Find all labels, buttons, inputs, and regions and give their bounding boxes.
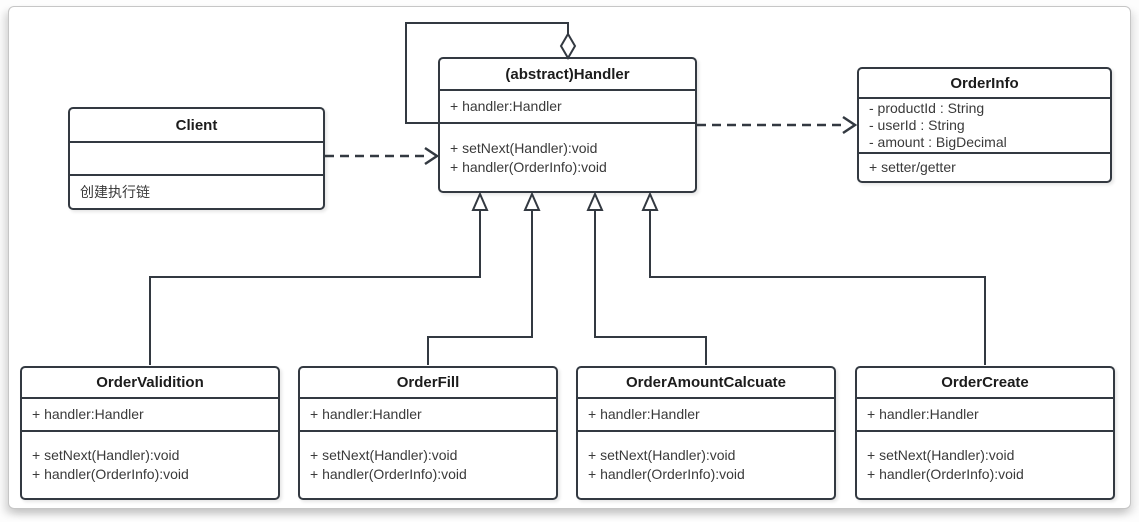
class-box-ordercreate: OrderCreate + handler:Handler + setNext(… (855, 366, 1115, 500)
method-line: + handler(OrderInfo):void (310, 466, 467, 482)
class-title-orderinfo: OrderInfo (950, 74, 1019, 92)
class-methods-orderinfo: + setter/getter (859, 152, 1110, 181)
class-box-orderinfo: OrderInfo - productId : String - userId … (857, 67, 1112, 183)
method-line: + setNext(Handler):void (867, 447, 1015, 463)
class-methods-orderfill: + setNext(Handler):void + handler(OrderI… (300, 430, 556, 498)
field-line: + handler:Handler (450, 98, 562, 114)
class-methods-orderamountcalcuate: + setNext(Handler):void + handler(OrderI… (578, 430, 834, 498)
class-methods-handler: + setNext(Handler):void + handler(OrderI… (440, 122, 695, 191)
field-line: + handler:Handler (32, 406, 144, 422)
field-line: + handler:Handler (867, 406, 979, 422)
class-fields-orderinfo: - productId : String - userId : String -… (859, 97, 1110, 152)
field-line: + handler:Handler (310, 406, 422, 422)
class-methods-client: 创建执行链 (70, 174, 323, 208)
class-box-handler: (abstract)Handler + handler:Handler + se… (438, 57, 697, 193)
method-line: + setNext(Handler):void (450, 139, 598, 156)
method-line: + handler(OrderInfo):void (32, 466, 189, 482)
method-line: + handler(OrderInfo):void (588, 466, 745, 482)
method-line: + setNext(Handler):void (310, 447, 458, 463)
class-fields-orderfill: + handler:Handler (300, 397, 556, 430)
class-methods-ordercreate: + setNext(Handler):void + handler(OrderI… (857, 430, 1113, 498)
method-line: 创建执行链 (80, 183, 150, 200)
field-line: - userId : String (869, 117, 965, 133)
method-line: + setter/getter (869, 159, 956, 175)
method-line: + handler(OrderInfo):void (867, 466, 1024, 482)
class-box-orderfill: OrderFill + handler:Handler + setNext(Ha… (298, 366, 558, 500)
field-line: + handler:Handler (588, 406, 700, 422)
class-box-orderamountcalcuate: OrderAmountCalcuate + handler:Handler + … (576, 366, 836, 500)
class-title-client: Client (175, 116, 218, 134)
class-fields-ordervalidition: + handler:Handler (22, 397, 278, 430)
class-title-ordervalidition: OrderValidition (96, 374, 204, 391)
class-title-handler: (abstract)Handler (505, 65, 630, 83)
class-title-ordercreate: OrderCreate (941, 374, 1029, 391)
method-line: + handler(OrderInfo):void (450, 158, 607, 175)
class-fields-handler: + handler:Handler (440, 89, 695, 122)
class-fields-ordercreate: + handler:Handler (857, 397, 1113, 430)
class-box-ordervalidition: OrderValidition + handler:Handler + setN… (20, 366, 280, 500)
class-box-client: Client 创建执行链 (68, 107, 325, 210)
field-line: - amount : BigDecimal (869, 134, 1007, 150)
class-title-orderamountcalcuate: OrderAmountCalcuate (625, 374, 787, 391)
method-line: + setNext(Handler):void (588, 447, 736, 463)
class-fields-client (70, 141, 323, 174)
class-methods-ordervalidition: + setNext(Handler):void + handler(OrderI… (22, 430, 278, 498)
class-fields-orderamountcalcuate: + handler:Handler (578, 397, 834, 430)
class-title-orderfill: OrderFill (396, 374, 460, 391)
method-line: + setNext(Handler):void (32, 447, 180, 463)
field-line: - productId : String (869, 100, 985, 116)
